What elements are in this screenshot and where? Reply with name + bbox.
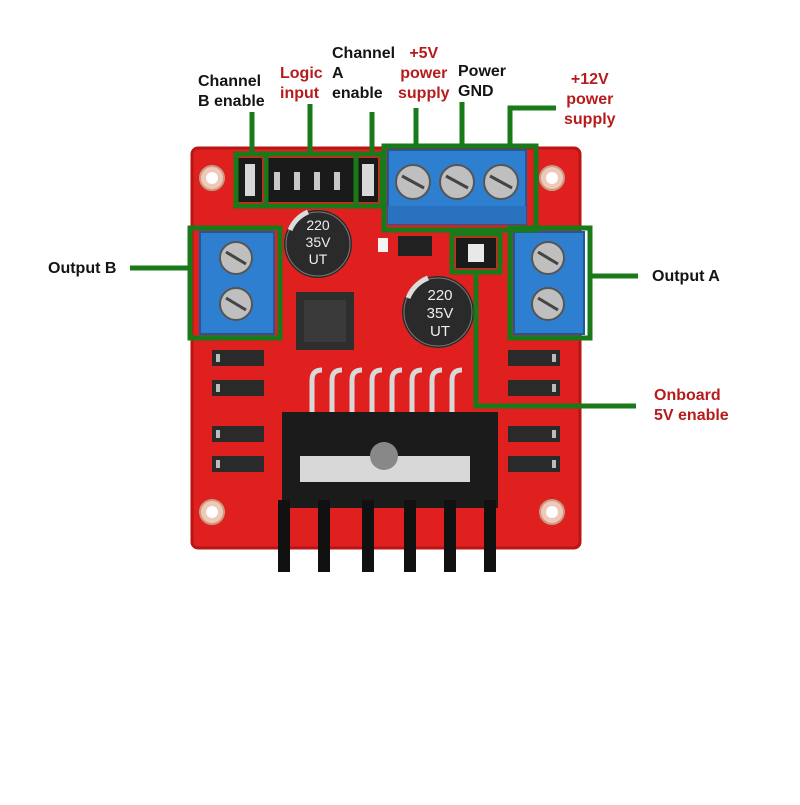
header-pins [238, 158, 378, 202]
capacitor-2-label: 220 [427, 287, 452, 304]
capacitor-2-label: UT [430, 323, 450, 340]
highlight-overlay [130, 102, 638, 409]
highlight-output-a [507, 225, 593, 341]
label-plus12v-supply: +12V power supply [564, 71, 616, 128]
ic-leads [309, 367, 463, 418]
label-plus5v-supply: +5V power supply [398, 45, 450, 102]
label-power-gnd: Power GND [458, 63, 507, 100]
label-logic-input: Logic input [280, 65, 323, 102]
capacitor-2-label: 35V [427, 305, 454, 322]
diodes [212, 350, 560, 472]
capacitor-1-label: 220 [306, 217, 330, 233]
onboard-5v-jumper [456, 238, 496, 268]
voltage-regulator [296, 292, 354, 350]
highlight-output-b [187, 225, 283, 341]
label-channel-b-enable: Channel B enable [198, 73, 265, 110]
label-output-b: Output B [48, 260, 117, 277]
output-b-terminal [199, 231, 275, 335]
label-output-a: Output A [652, 268, 720, 285]
power-terminal-block [387, 149, 527, 225]
capacitor-2: 220 35V UT [402, 275, 474, 348]
heatsink [278, 412, 498, 572]
mounting-hole-icon [199, 165, 565, 525]
capacitor-1: 220 35V UT [284, 209, 352, 278]
output-a-terminal [513, 231, 585, 335]
label-channel-a-enable: Channel A enable [332, 45, 396, 102]
capacitor-1-label: UT [309, 251, 328, 267]
capacitor-1-label: 35V [306, 234, 332, 250]
label-onboard-5v-enable: Onboard 5V enable [654, 387, 729, 424]
